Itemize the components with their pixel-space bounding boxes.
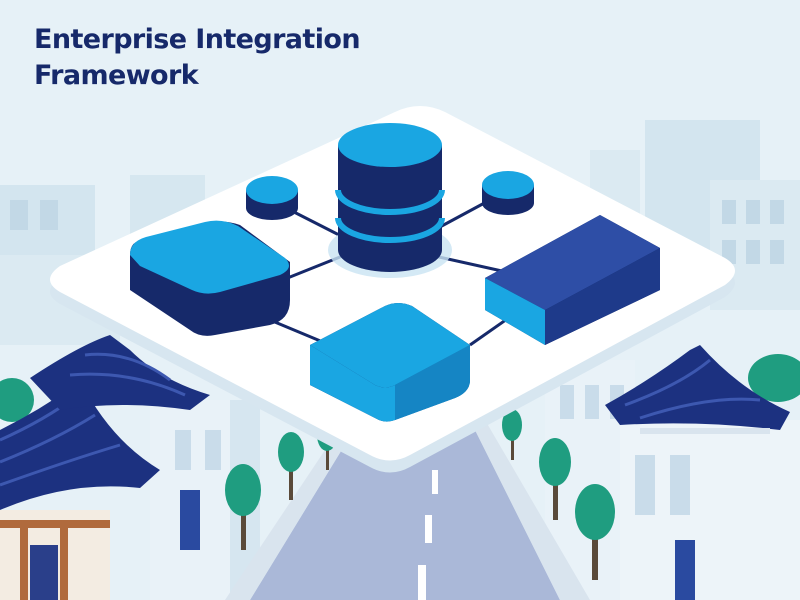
building-window bbox=[722, 240, 736, 264]
page-title-line-2: Framework bbox=[34, 60, 199, 91]
pagoda-beam bbox=[0, 520, 110, 528]
building-window bbox=[722, 200, 736, 224]
pagoda-roof-upper bbox=[30, 335, 210, 410]
tree-icon bbox=[575, 484, 615, 580]
building-window bbox=[560, 385, 574, 419]
building-window bbox=[770, 240, 784, 264]
tree-icon bbox=[502, 409, 522, 460]
building-window bbox=[175, 430, 191, 470]
building-window bbox=[10, 200, 28, 230]
server-box-icon bbox=[310, 303, 470, 422]
node-icon bbox=[246, 176, 298, 220]
pagoda-roof-icon bbox=[605, 345, 790, 430]
building-window bbox=[746, 240, 760, 264]
building-window bbox=[635, 455, 655, 515]
building-window bbox=[770, 200, 784, 224]
building-window bbox=[746, 200, 760, 224]
sidewalk-right bbox=[470, 420, 590, 600]
building-window bbox=[205, 430, 221, 470]
building-window bbox=[40, 200, 58, 230]
pagoda-roof-icon bbox=[0, 380, 160, 510]
platform-surface bbox=[50, 106, 735, 461]
pagoda-right bbox=[605, 345, 790, 434]
tree-icon bbox=[0, 378, 34, 422]
lane-marking bbox=[425, 515, 432, 543]
building-door bbox=[180, 490, 200, 550]
page-title-line-1: Enterprise Integration bbox=[34, 24, 361, 55]
page-title: Enterprise Integration Framework bbox=[34, 22, 454, 94]
server-box-icon bbox=[485, 215, 660, 345]
database-icon bbox=[328, 123, 452, 278]
tree-icon bbox=[225, 464, 261, 550]
integration-platform bbox=[50, 106, 735, 473]
road-surface bbox=[250, 420, 560, 600]
pagoda-pillar bbox=[20, 528, 28, 600]
pagoda-pillar bbox=[60, 528, 68, 600]
building-window bbox=[585, 385, 599, 419]
pagoda-left bbox=[0, 335, 210, 600]
building-door bbox=[675, 540, 695, 600]
lane-marking bbox=[418, 565, 426, 600]
node-icon bbox=[482, 171, 534, 215]
building-window bbox=[670, 455, 690, 515]
server-box-icon bbox=[130, 220, 290, 336]
tree-icon bbox=[278, 432, 304, 500]
tree-icon bbox=[748, 354, 800, 402]
pagoda-door bbox=[30, 545, 58, 600]
lane-marking bbox=[432, 470, 438, 494]
tree-icon bbox=[539, 438, 571, 520]
